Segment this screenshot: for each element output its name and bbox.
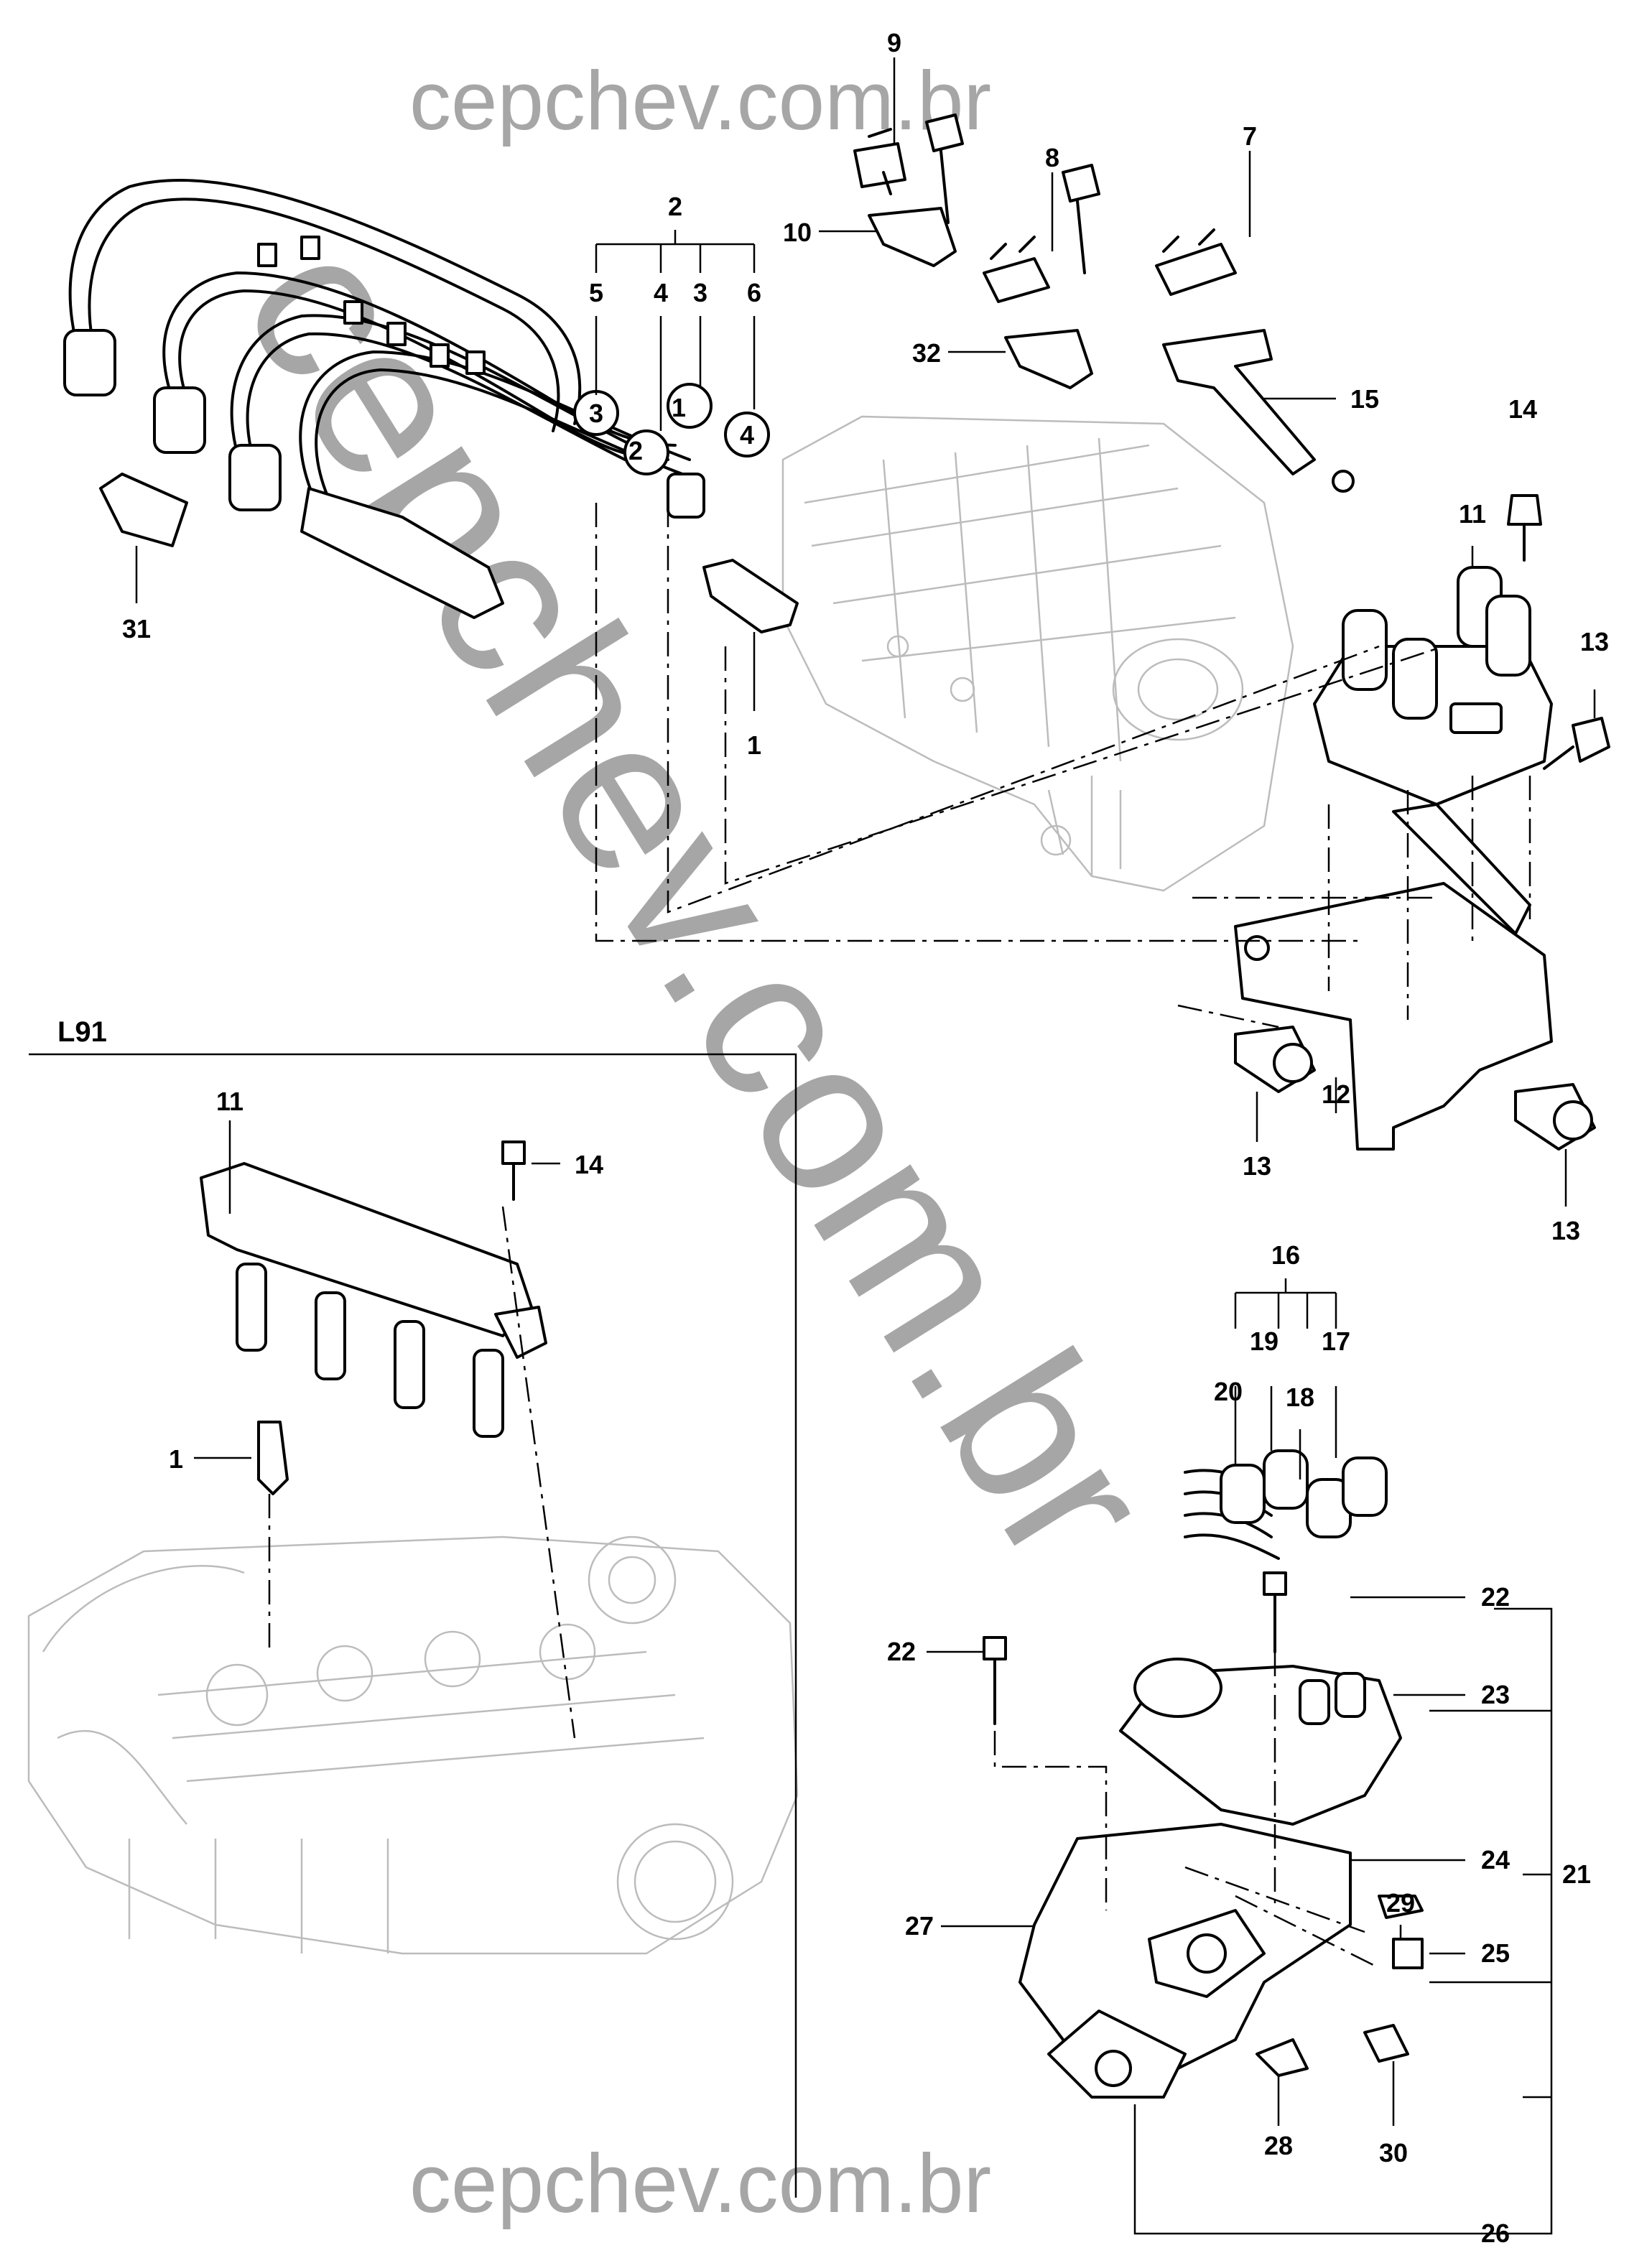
- callout-1-upper: 1: [747, 730, 761, 760]
- callout-10: 10: [783, 218, 812, 247]
- callout-32: 32: [912, 338, 941, 368]
- callout-4: 4: [654, 278, 668, 307]
- watermark-bottom: cepchev.com.br: [409, 2137, 991, 2230]
- engine-block-l91-illustration: [27, 1535, 799, 1955]
- callout-8: 8: [1045, 143, 1059, 172]
- bolt-30: [1363, 2024, 1409, 2063]
- callout-7: 7: [1243, 121, 1257, 151]
- bolt-22-left: [983, 1636, 1007, 1660]
- clip-8: [983, 236, 1050, 303]
- callout-14-upper: 14: [1508, 394, 1537, 424]
- clip-7: [1155, 228, 1237, 296]
- callout-24: 24: [1481, 1845, 1510, 1874]
- cylinder-marker-4: 4: [740, 420, 754, 450]
- sensor-25: [1392, 1938, 1424, 1969]
- callout-12: 12: [1322, 1079, 1350, 1109]
- callout-22-left: 22: [887, 1637, 916, 1666]
- callout-2: 2: [668, 192, 682, 221]
- bolt-upper-b: [1062, 164, 1100, 203]
- wire-set-16: [1184, 1449, 1388, 1560]
- bracket-32: [1004, 329, 1093, 389]
- callout-30: 30: [1379, 2138, 1408, 2168]
- bracket-15: [1162, 329, 1316, 475]
- bolt-22-right: [1263, 1571, 1287, 1596]
- clip-9: [853, 128, 906, 195]
- spark-plug-l91: [257, 1421, 289, 1495]
- callout-20: 20: [1214, 1377, 1243, 1406]
- callout-13-lower-right: 13: [1551, 1216, 1580, 1245]
- bolt-29: [1378, 1895, 1424, 1919]
- bracket-10: [868, 207, 957, 267]
- bolt-28: [1256, 2038, 1309, 2077]
- callout-18: 18: [1286, 1383, 1314, 1412]
- callout-27: 27: [905, 1911, 934, 1941]
- cylinder-marker-2: 2: [628, 436, 643, 465]
- bracket-12: [1234, 882, 1553, 1151]
- callout-31: 31: [122, 614, 151, 644]
- callout-3: 3: [693, 278, 707, 307]
- ignition-wire-set: [63, 178, 770, 619]
- bracket-2: [595, 230, 756, 273]
- l91-section-frame: [29, 1053, 797, 2198]
- watermark-top: cepchev.com.br: [409, 54, 991, 147]
- callout-19: 19: [1250, 1327, 1279, 1356]
- callout-11-l91: 11: [216, 1087, 243, 1116]
- callout-1-l91: 1: [169, 1444, 183, 1474]
- callout-22-right: 22: [1481, 1582, 1510, 1612]
- callout-28: 28: [1264, 2131, 1293, 2160]
- engine-block-upper-illustration: [781, 415, 1294, 892]
- callout-21: 21: [1562, 1859, 1591, 1889]
- callout-14-l91: 14: [575, 1150, 603, 1179]
- callout-5: 5: [589, 278, 603, 307]
- callout-11-upper: 11: [1459, 499, 1486, 529]
- section-label-l91: L91: [57, 1016, 107, 1048]
- callout-26: 26: [1481, 2218, 1510, 2248]
- callout-6: 6: [747, 278, 761, 307]
- bolt-13-right: [1572, 717, 1610, 763]
- callout-13-lower-left: 13: [1243, 1151, 1271, 1181]
- cylinder-marker-3: 3: [589, 399, 603, 428]
- bolt-14-l91: [501, 1140, 526, 1165]
- cylinder-marker-1: 1: [672, 393, 686, 422]
- bolt-14-upper: [1507, 494, 1542, 526]
- wire-holder-31: [99, 473, 188, 547]
- bolt-upper-a: [925, 113, 964, 152]
- spark-plug-upper: [702, 559, 799, 633]
- callout-leaders: [194, 230, 1596, 2126]
- callout-13-right: 13: [1580, 627, 1609, 656]
- callout-17: 17: [1322, 1327, 1350, 1356]
- callout-15: 15: [1350, 384, 1379, 414]
- callout-25: 25: [1481, 1938, 1510, 1968]
- callout-9: 9: [887, 28, 901, 57]
- callout-29: 29: [1386, 1888, 1415, 1918]
- callout-23: 23: [1481, 1680, 1510, 1709]
- callout-16: 16: [1271, 1240, 1300, 1270]
